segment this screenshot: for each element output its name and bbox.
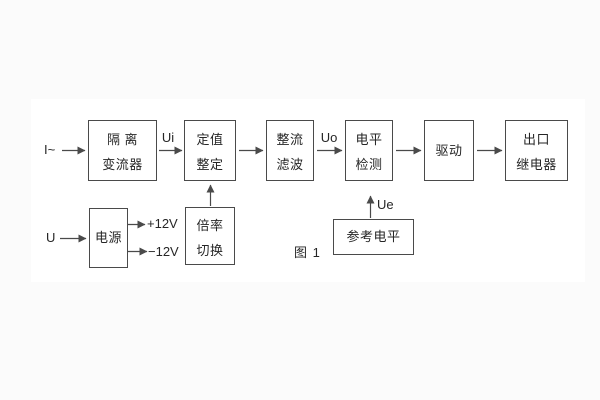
block-isolation-transformer: 隔 离 变流器 [88,120,157,181]
block-rectifier-filter: 整流 滤波 [266,120,314,181]
rail-plus12-label: +12V [147,216,178,231]
block-label-line: 整定 [196,157,224,172]
block-label-line: 检测 [355,157,383,172]
block-label-line: 电平 [355,132,383,147]
block-reference-level: 参考电平 [333,219,414,255]
signal-ue-label: Ue [377,197,394,212]
block-setpoint-setting: 定值 整定 [184,120,236,181]
signal-ui-label: Ui [161,130,175,145]
block-label-line: 整流 [276,132,304,147]
block-label-line: 继电器 [516,157,557,172]
figure-caption: 图 1 [294,245,321,260]
block-label-line: 出口 [522,132,550,147]
current-input-label: I~ [44,142,56,157]
block-label-line: 驱动 [435,142,463,158]
signal-uo-label: Uo [320,130,338,145]
block-ratio-switch: 倍率 切换 [185,207,235,265]
block-label-line: 倍率 [196,217,224,233]
block-output-relay: 出口 继电器 [505,120,568,181]
block-label-line: 切换 [196,242,224,258]
rail-minus12-label: −12V [148,244,179,259]
block-level-detection: 电平 检测 [345,120,393,181]
block-label-line: 参考电平 [346,229,401,244]
block-drive: 驱动 [424,120,474,181]
block-label-line: 隔 离 [106,132,139,147]
block-power-supply: 电源 [89,208,128,268]
block-label-line: 定值 [196,132,224,147]
block-label-line: 电源 [94,230,122,245]
block-label-line: 滤波 [276,157,304,172]
voltage-input-label: U [46,230,56,245]
block-label-line: 变流器 [102,157,143,172]
